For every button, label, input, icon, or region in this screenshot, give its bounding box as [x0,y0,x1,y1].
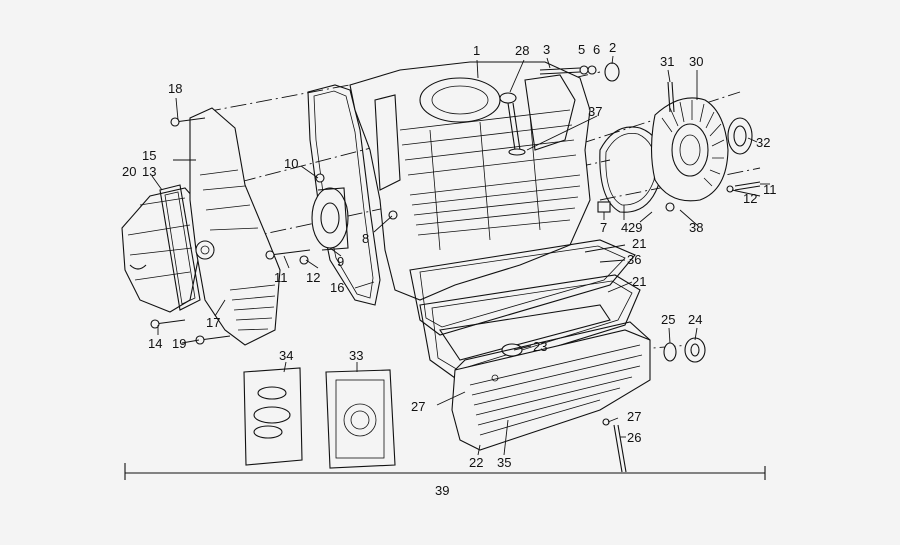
callout-27-left: 27 [411,399,425,414]
sump-gaskets [409,239,641,379]
callout-25: 25 [661,312,675,327]
callout-11-right: 11 [763,182,777,197]
callout-17: 17 [206,315,220,330]
callout-16: 16 [330,280,344,295]
oil-plug [597,201,611,213]
callout-22: 22 [469,455,483,470]
kit-bracket [124,463,766,480]
seal-kit-bag [243,367,303,466]
callout-4: 4 [621,220,628,235]
callout-5: 5 [578,42,585,57]
rear-cover [121,187,201,313]
callout-33: 33 [349,348,363,363]
right-bolt-washer [665,181,761,212]
oil-sump [451,321,651,451]
callout-1: 1 [473,43,480,58]
callout-31: 31 [660,54,674,69]
rear-gasket [159,184,201,311]
callout-23: 23 [533,339,547,354]
callout-27-right: 27 [627,409,641,424]
callout-19: 19 [172,336,186,351]
crankcase [349,61,591,301]
callout-12-left: 12 [306,270,320,285]
timing-cover [189,107,281,346]
callout-14: 14 [148,336,162,351]
callout-28: 28 [515,43,529,58]
callout-11-left: 11 [274,270,288,285]
callout-39: 39 [435,483,449,498]
top-hardware [539,62,620,82]
gasket-kit-bag [325,369,396,469]
bearing-housing [311,187,349,251]
drain-bolt [602,418,627,473]
filler-cap [663,337,706,363]
callout-24: 24 [688,312,702,327]
callout-21-lower: 21 [632,274,646,289]
bell-housing-bolt [667,81,675,113]
callout-32: 32 [756,135,770,150]
callout-37: 37 [588,104,602,119]
callout-labels: 1 2 3 4 5 6 7 8 9 10 11 11 12 12 13 14 1… [122,40,777,498]
callout-34: 34 [279,348,293,363]
callout-15: 15 [142,148,156,163]
callout-36: 36 [627,252,641,267]
callout-13: 13 [142,164,156,179]
callout-26: 26 [627,430,641,445]
callout-30: 30 [689,54,703,69]
callout-2: 2 [609,40,616,55]
callout-9: 9 [337,254,344,269]
rear-seal [727,117,753,155]
callout-10: 10 [284,156,298,171]
callout-20: 20 [122,164,136,179]
callout-12-right: 12 [743,191,757,206]
callout-7: 7 [600,220,607,235]
callout-8: 8 [362,231,369,246]
callout-6: 6 [593,42,600,57]
oil-dipstick [499,92,526,156]
callout-18: 18 [168,81,182,96]
callout-29: 29 [628,220,642,235]
left-fasteners [150,117,398,345]
bell-housing [650,97,729,202]
leader-lines [151,55,770,456]
callout-35: 35 [497,455,511,470]
callout-3: 3 [543,42,550,57]
callout-21-upper: 21 [632,236,646,251]
callout-38: 38 [689,220,703,235]
